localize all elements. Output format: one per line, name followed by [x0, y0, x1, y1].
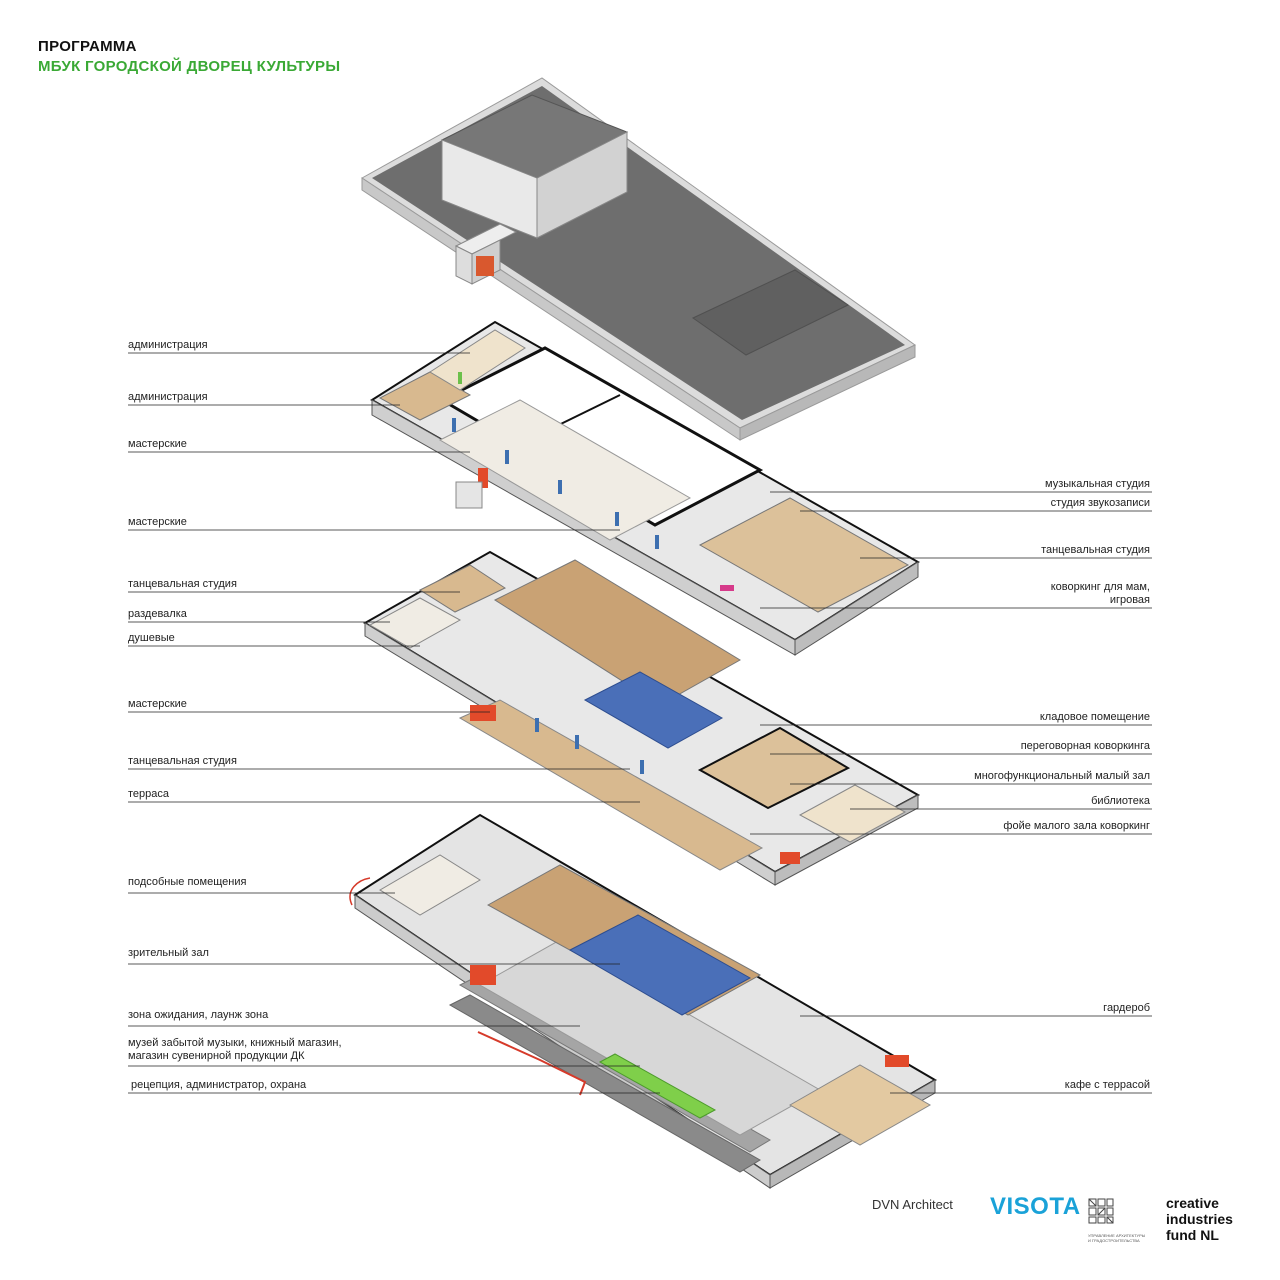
label-lounge: зона ожидания, лаунж зона: [128, 1009, 269, 1021]
label-cloakroom: гардероб: [1103, 1002, 1150, 1014]
label-dance-studio-1: танцевальная студия: [128, 578, 237, 590]
label-coworking-moms-1: коворкинг для мам,: [1050, 581, 1150, 593]
floor-2: [363, 550, 921, 886]
label-utility-rooms: подсобные помещения: [128, 876, 247, 888]
label-administration-1: администрация: [128, 339, 208, 351]
uag-caption: УПРАВЛЕНИЕ АРХИТЕКТУРЫ И ГРАДОСТРОИТЕЛЬС…: [1088, 1233, 1146, 1243]
floor-3: [370, 320, 920, 656]
label-museum-line-1: музей забытой музыки, книжный магазин,: [128, 1037, 342, 1049]
label-music-studio: музыкальная студия: [1045, 478, 1150, 490]
label-workshops-2: мастерские: [128, 516, 187, 528]
cif-line-1: creative: [1166, 1195, 1219, 1211]
label-cafe: кафе с террасой: [1064, 1079, 1150, 1091]
label-terrace: терраса: [128, 788, 170, 800]
label-workshops-3: мастерские: [128, 698, 187, 710]
header: ПРОГРАММА МБУК ГОРОДСКОЙ ДВОРЕЦ КУЛЬТУРЫ: [38, 38, 340, 75]
label-dance-studio-3: танцевальная студия: [1041, 544, 1150, 556]
label-workshops-1: мастерские: [128, 438, 187, 450]
dvn-architect-logo: DVN Architect: [872, 1197, 953, 1212]
label-storage: кладовое помещение: [1039, 711, 1150, 723]
label-small-hall: многофункциональный малый зал: [974, 770, 1150, 782]
label-showers: душевые: [128, 632, 175, 644]
floor-1: [349, 813, 937, 1189]
label-administration-2: администрация: [128, 391, 208, 403]
label-library: библиотека: [1091, 795, 1150, 807]
label-recording-studio: студия звукозаписи: [1050, 497, 1150, 509]
page-title: ПРОГРАММА: [38, 38, 137, 55]
label-meeting-room: переговорная коворкинга: [1020, 740, 1150, 752]
roof-level: [361, 77, 916, 441]
cif-line-2: industries: [1166, 1211, 1233, 1227]
label-dance-studio-2: танцевальная студия: [128, 755, 237, 767]
creative-industries-logo: creative industries fund NL: [1166, 1195, 1233, 1243]
cif-line-3: fund NL: [1166, 1227, 1219, 1243]
label-auditorium: зрительный зал: [128, 947, 209, 959]
label-changing-room: раздевалка: [128, 608, 187, 620]
page-subtitle: МБУК ГОРОДСКОЙ ДВОРЕЦ КУЛЬТУРЫ: [38, 58, 341, 75]
uag-emblem-icon: [1088, 1198, 1114, 1224]
leader-lines: [128, 352, 1152, 1094]
label-coworking-moms-2: игровая: [1109, 594, 1150, 606]
label-foyer: фойе малого зала коворкинг: [1003, 820, 1150, 832]
label-reception: рецепция, администратор, охрана: [131, 1079, 307, 1091]
visota-logo: VISOTA: [990, 1193, 1081, 1220]
label-museum-line-2: магазин сувенирной продукции ДК: [128, 1050, 305, 1062]
